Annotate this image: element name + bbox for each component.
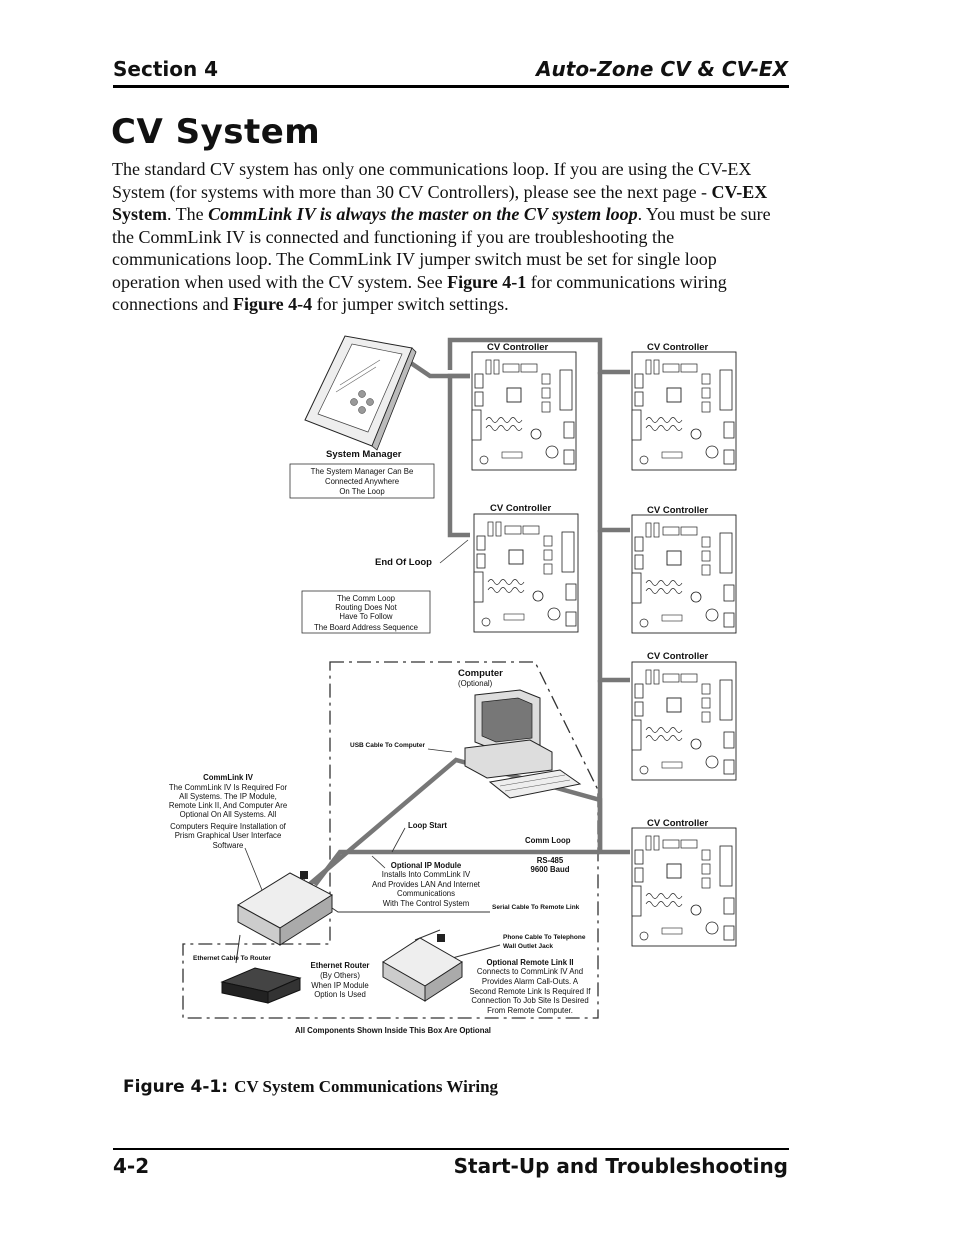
header-rule (113, 85, 789, 88)
computer-label: Computer (458, 668, 503, 679)
remote-link-desc-line-2: Provides Alarm Call-Outs. A (482, 977, 579, 986)
footer-rule (113, 1148, 789, 1150)
routing-note-line-4: The Board Address Sequence (314, 623, 418, 632)
ip-module-desc-line-2: And Provides LAN And Internet (372, 880, 481, 889)
cv-controller-label-4: CV Controller (647, 505, 709, 516)
comm-loop-label: Comm Loop (525, 836, 571, 845)
para-text-2: . The (167, 204, 209, 224)
cv-controller-5: CV Controller (631, 651, 737, 781)
cv-controller-1: CV Controller (471, 342, 577, 471)
phone-cable-label-2: Wall Outlet Jack (503, 943, 553, 950)
pointer-lines (244, 539, 469, 891)
footer-chapter: Start-Up and Troubleshooting (453, 1154, 788, 1178)
commlink-desc-line-7: Software (213, 841, 244, 850)
routing-note-line-1: The Comm Loop (337, 594, 396, 603)
commlink-device (237, 871, 333, 946)
ethernet-cable-label: Ethernet Cable To Router (193, 955, 271, 962)
ethernet-router-desc-line-3: Option Is Used (314, 990, 366, 999)
remote-link-desc-line-3: Second Remote Link Is Required If (470, 987, 592, 996)
cv-controller-3: CV Controller (473, 503, 579, 633)
computer-optional-label: (Optional) (458, 679, 493, 688)
cv-controller-label-1: CV Controller (487, 342, 549, 353)
header-section: Section 4 (113, 57, 219, 81)
commlink-title: CommLink IV (203, 773, 254, 782)
computer-device (464, 689, 582, 799)
baud-rate-label: 9600 Baud (530, 865, 569, 874)
para-text-3: . You must be sure the CommLink IV is co… (112, 204, 771, 292)
ip-module-title: Optional IP Module (391, 861, 462, 870)
cv-controller-label-3: CV Controller (490, 503, 552, 514)
para-figure-ref-1: Figure 4-1 (447, 271, 527, 292)
routing-note-box (301, 590, 431, 634)
end-of-loop-label: End Of Loop (375, 557, 432, 568)
routing-note-line-3: Have To Follow (339, 612, 393, 621)
para-cv-ex-ref: CV-EX System (112, 181, 768, 225)
figure-title: CV System Communications Wiring (234, 1077, 499, 1096)
optional-box-outline (182, 661, 599, 1019)
ethernet-router-desc-line-1: (By Others) (320, 971, 360, 980)
ethernet-router-device (220, 967, 302, 1004)
intro-paragraph: The standard CV system has only one comm… (112, 158, 788, 316)
commlink-desc-line-4: Optional On All Systems. All (180, 810, 277, 819)
cv-controller-label-2: CV Controller (647, 342, 709, 353)
commlink-desc-line-2: All Systems. The IP Module, (179, 792, 277, 801)
para-text-5: for jumper switch settings. (312, 294, 509, 314)
optional-box-note: All Components Shown Inside This Box Are… (295, 1026, 491, 1035)
para-text-1: The standard CV system has only one comm… (112, 159, 752, 202)
page-title: CV System (111, 112, 321, 152)
commlink-desc-line-3: Remote Link II, And Computer Are (169, 801, 287, 810)
remote-link-device (382, 934, 463, 1002)
commlink-desc-line-6: Prism Graphical User Interface (175, 831, 282, 840)
routing-note-line-2: Routing Does Not (335, 603, 397, 612)
system-manager-note-line-2: Connected Anywhere (325, 477, 399, 486)
ip-module-desc-line-1: Installs Into CommLink IV (382, 870, 471, 879)
figure-number: Figure 4-1: (123, 1077, 229, 1097)
system-manager-label: System Manager (326, 449, 402, 460)
commlink-desc-line-5: Computers Require Installation of (170, 822, 287, 831)
para-text-4: for communications wiring connections an… (112, 271, 727, 315)
remote-link-desc-line-5: From Remote Computer. (487, 1006, 573, 1015)
phone-cable-label-1: Phone Cable To Telephone (503, 934, 586, 941)
serial-cable-label: Serial Cable To Remote Link (492, 904, 580, 911)
ethernet-router-title: Ethernet Router (311, 961, 370, 970)
cv-controller-4: CV Controller (631, 505, 737, 634)
wiring-diagram: CV Controller CV Controller CV Controlle… (150, 330, 810, 1050)
figure-caption: Figure 4-1: CV System Communications Wiri… (123, 1077, 498, 1097)
usb-cable-label: USB Cable To Computer (350, 742, 425, 749)
footer-page-number: 4-2 (113, 1154, 150, 1178)
remote-link-title: Optional Remote Link II (486, 958, 573, 967)
remote-link-desc-line-1: Connects to CommLink IV And (477, 967, 583, 976)
wiring-diagram-svg: CV Controller CV Controller CV Controlle… (169, 335, 737, 1035)
system-manager-note-line-3: On The Loop (339, 487, 385, 496)
para-figure-ref-2: Figure 4-4 (232, 294, 313, 314)
ip-module-desc-line-4: With The Control System (383, 899, 470, 908)
system-manager-note-line-1: The System Manager Can Be (311, 467, 414, 476)
ethernet-router-desc-line-2: When IP Module (311, 981, 369, 990)
loop-start-label: Loop Start (408, 821, 447, 830)
ip-module-desc-line-3: Communications (397, 889, 455, 898)
header-product: Auto-Zone CV & CV-EX (536, 57, 788, 81)
commlink-desc-line-1: The CommLink IV Is Required For (169, 783, 288, 792)
cv-controller-6: CV Controller (631, 818, 737, 947)
para-master-note: CommLink IV is always the master on the … (208, 204, 638, 224)
cv-controller-label-5: CV Controller (647, 651, 709, 662)
cv-controller-label-6: CV Controller (647, 818, 709, 829)
rs485-label: RS-485 (537, 856, 564, 865)
remote-link-desc-line-4: Connection To Job Site Is Desired (471, 996, 588, 1005)
system-manager-device (304, 335, 417, 451)
cv-controller-2: CV Controller (631, 342, 737, 471)
system-manager-note-box (289, 463, 435, 499)
